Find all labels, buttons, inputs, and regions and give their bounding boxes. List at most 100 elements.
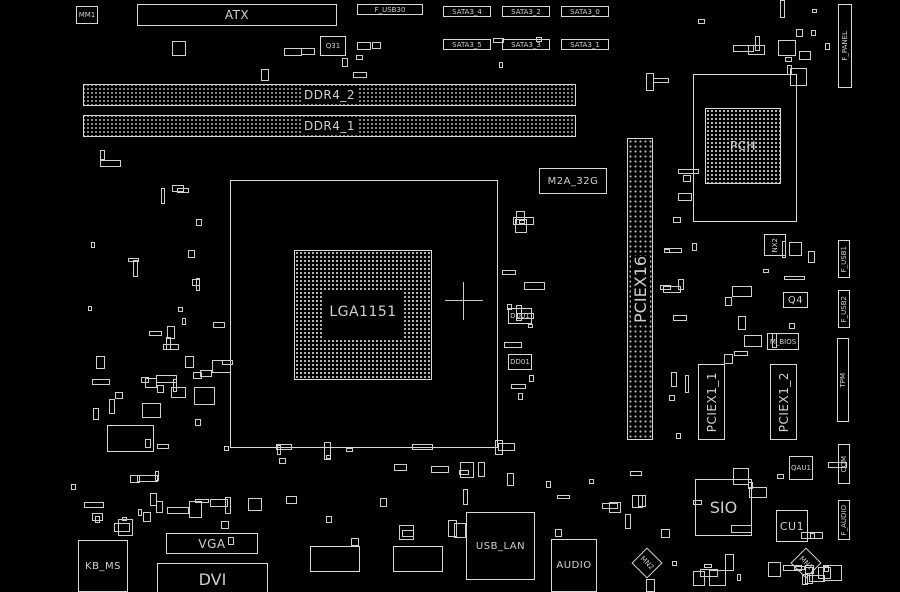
smd-component — [691, 242, 697, 251]
smd-component — [177, 187, 189, 193]
sata3-5-port[interactable]: SATA3_5 — [443, 39, 491, 50]
smd-component — [178, 307, 183, 313]
usb-lan-port[interactable]: USB_LAN — [466, 512, 535, 580]
audio-port[interactable]: AUDIO — [551, 539, 597, 592]
f-audio-header[interactable]: F_AUDIO — [838, 500, 850, 540]
smd-component — [351, 538, 359, 547]
smd-component — [799, 51, 812, 60]
vga-port[interactable]: VGA — [166, 533, 258, 554]
smd-component — [210, 499, 228, 507]
smd-component — [723, 353, 733, 365]
smd-component — [145, 378, 158, 388]
smd-component — [517, 392, 523, 400]
smd-component — [122, 516, 127, 522]
pch-chip[interactable]: PCH — [705, 108, 781, 184]
usb-header-2[interactable] — [393, 546, 443, 572]
mm1-chip[interactable]: MM1 — [76, 6, 98, 24]
smd-component — [784, 57, 792, 62]
pciex1-1-slot[interactable]: PCIEX1_1 — [698, 364, 725, 440]
usb-header-1[interactable] — [310, 546, 360, 572]
kb-ms-port[interactable]: KB_MS — [78, 540, 128, 592]
dvi-port[interactable]: DVI — [157, 563, 268, 592]
pciex16-slot[interactable]: PCIEX16 — [627, 138, 653, 440]
sata3-2-port[interactable]: SATA3_2 — [502, 6, 550, 17]
sio-chip[interactable]: SIO — [695, 479, 752, 536]
smd-component — [725, 296, 733, 307]
smd-component — [301, 47, 315, 55]
smd-component — [736, 574, 741, 582]
smd-component — [546, 480, 552, 489]
smd-component — [278, 458, 286, 465]
m2-slot[interactable]: M2A_32G — [539, 168, 607, 194]
smd-component — [154, 470, 159, 481]
m-bios-chip[interactable]: M_BIOS — [767, 333, 799, 350]
atx-connector[interactable]: ATX — [137, 4, 337, 26]
smd-component — [631, 495, 644, 509]
smd-component — [501, 270, 516, 276]
sata3-3-port[interactable]: SATA3_3 — [502, 39, 550, 50]
smd-component — [653, 78, 670, 83]
qau1-label: QAU1 — [791, 464, 811, 472]
qau1-chip[interactable]: QAU1 — [789, 456, 813, 480]
smd-component — [394, 464, 407, 472]
smd-component — [625, 514, 631, 530]
smd-component — [275, 443, 293, 450]
smd-component — [672, 561, 677, 566]
sata-label: SATA3_0 — [570, 7, 600, 16]
sata3-0-port[interactable]: SATA3_0 — [561, 6, 609, 17]
ddr4-1-slot[interactable]: DDR4_1 — [83, 115, 576, 137]
smd-component — [221, 521, 230, 530]
smd-component — [738, 315, 747, 330]
smd-component — [748, 486, 768, 499]
q4-chip[interactable]: Q4 — [783, 292, 808, 308]
smd-component — [132, 259, 139, 277]
crosshair-v — [463, 282, 464, 320]
smd-component — [778, 40, 796, 56]
smd-component — [160, 187, 165, 205]
smd-component — [477, 461, 485, 478]
f-audio-label: F_AUDIO — [840, 504, 848, 536]
smd-component — [228, 537, 234, 546]
q31-chip[interactable]: Q31 — [320, 36, 346, 56]
cpu-socket-outline[interactable] — [230, 180, 498, 448]
smd-component — [825, 43, 830, 51]
dd01b-chip[interactable]: DD01 — [508, 354, 532, 370]
ddr4-2-slot[interactable]: DDR4_2 — [83, 84, 576, 106]
dd01b-label: DD01 — [510, 358, 530, 366]
f-usb30-header[interactable]: F_USB30 — [357, 4, 423, 15]
pciex1-2-slot[interactable]: PCIEX1_2 — [770, 364, 797, 440]
smd-component — [795, 28, 804, 37]
smd-component — [276, 444, 282, 455]
tpm-header[interactable]: TPM — [837, 338, 849, 422]
smd-component — [156, 443, 169, 450]
smd-component — [507, 472, 515, 486]
smd-component — [212, 322, 225, 328]
smd-component — [788, 323, 796, 330]
smd-component — [211, 360, 232, 373]
f-usb1-header[interactable]: F_USB1 — [838, 240, 850, 278]
com-header[interactable]: COM — [838, 444, 850, 484]
smd-component — [100, 159, 121, 168]
cpu-socket-label: LGA1151 — [329, 304, 397, 320]
dd01-chip[interactable]: DD01 — [508, 308, 532, 324]
smd-component — [524, 282, 546, 291]
smd-component — [93, 407, 99, 420]
smd-component — [802, 574, 808, 585]
smd-component — [87, 306, 92, 312]
sata-label: SATA3_4 — [452, 7, 482, 16]
mn2-chip[interactable]: MN2 — [631, 547, 663, 579]
smd-component — [448, 519, 457, 538]
sata3-4-port[interactable]: SATA3_4 — [443, 6, 491, 17]
smd-component — [682, 175, 691, 182]
f-panel-header[interactable]: F_PANEL — [838, 4, 852, 88]
pciex1-2-label: PCIEX1_2 — [776, 371, 791, 433]
smd-component — [827, 461, 848, 468]
dd01-label: DD01 — [510, 312, 530, 320]
smd-component — [535, 36, 542, 42]
pch-outline[interactable] — [693, 74, 797, 222]
smd-component — [685, 375, 690, 394]
cu1-chip[interactable]: CU1 — [776, 510, 808, 542]
f-usb2-header[interactable]: F_USB2 — [838, 290, 850, 328]
sata3-1-port[interactable]: SATA3_1 — [561, 39, 609, 50]
